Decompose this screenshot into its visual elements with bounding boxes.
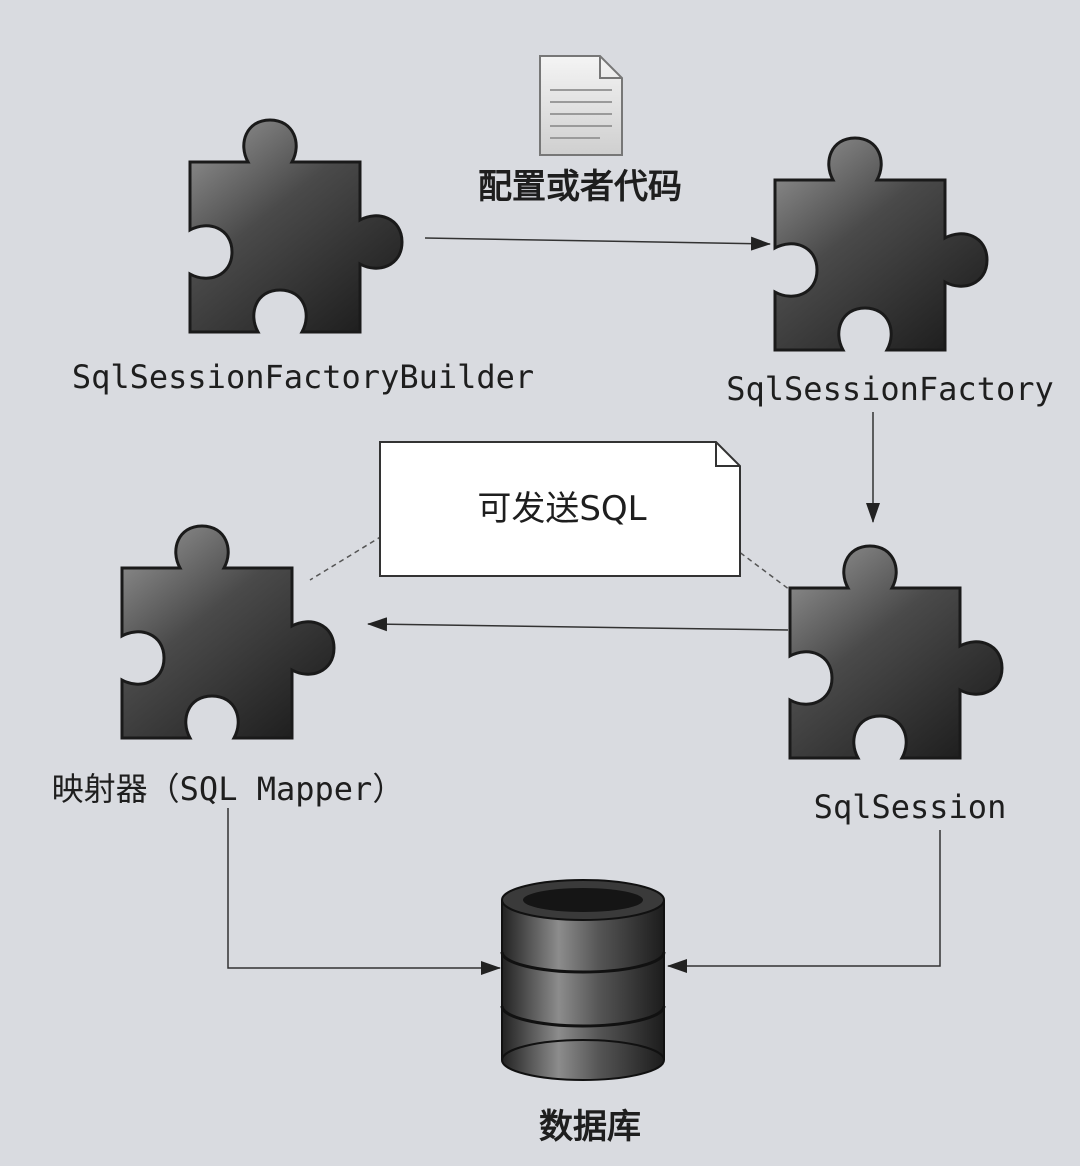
arrow-mapper-to-database [227, 808, 501, 975]
note-box: 可发送SQL [379, 441, 741, 577]
mapper-puzzle-icon [120, 524, 336, 740]
session-label: SqlSession [814, 788, 1007, 826]
mapper-label: 映射器（SQL Mapper） [52, 770, 405, 808]
config-label: 配置或者代码 [478, 167, 682, 207]
arrow-session-to-mapper [367, 617, 789, 632]
factory-label: SqlSessionFactory [726, 370, 1054, 408]
database-label: 数据库 [539, 1107, 641, 1147]
arrow-session-to-database [667, 830, 941, 973]
arrow-builder-to-factory [424, 236, 771, 251]
builder-puzzle-icon [188, 118, 404, 334]
session-puzzle-icon [788, 544, 1004, 760]
builder-label: SqlSessionFactoryBuilder [72, 358, 534, 396]
document-icon [539, 55, 623, 156]
factory-puzzle-icon [773, 136, 989, 352]
note-text: 可发送SQL [477, 489, 646, 529]
database-icon [500, 879, 666, 1081]
